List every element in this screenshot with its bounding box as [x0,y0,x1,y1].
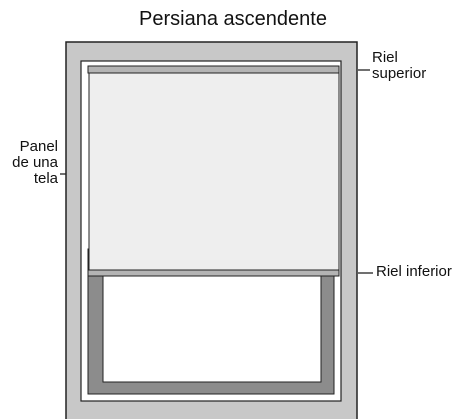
panel-label-line2: de una [12,154,58,171]
top-rail-label-line1: Riel [372,49,398,66]
top-rail [87,65,340,74]
top-rail-label-line2: superior [372,65,427,82]
window-glass [102,275,322,383]
fabric-panel [88,71,340,273]
panel-label: Panel de una tela [0,139,58,187]
diagram-title: Persiana ascendente [139,8,327,30]
panel-label-line3: tela [33,170,58,187]
bottom-rail-label: Riel inferior [376,263,452,280]
top-rail-label: Riel superior [372,50,426,82]
bottom-rail [87,269,340,277]
panel-label-line1: Panel [19,138,58,155]
